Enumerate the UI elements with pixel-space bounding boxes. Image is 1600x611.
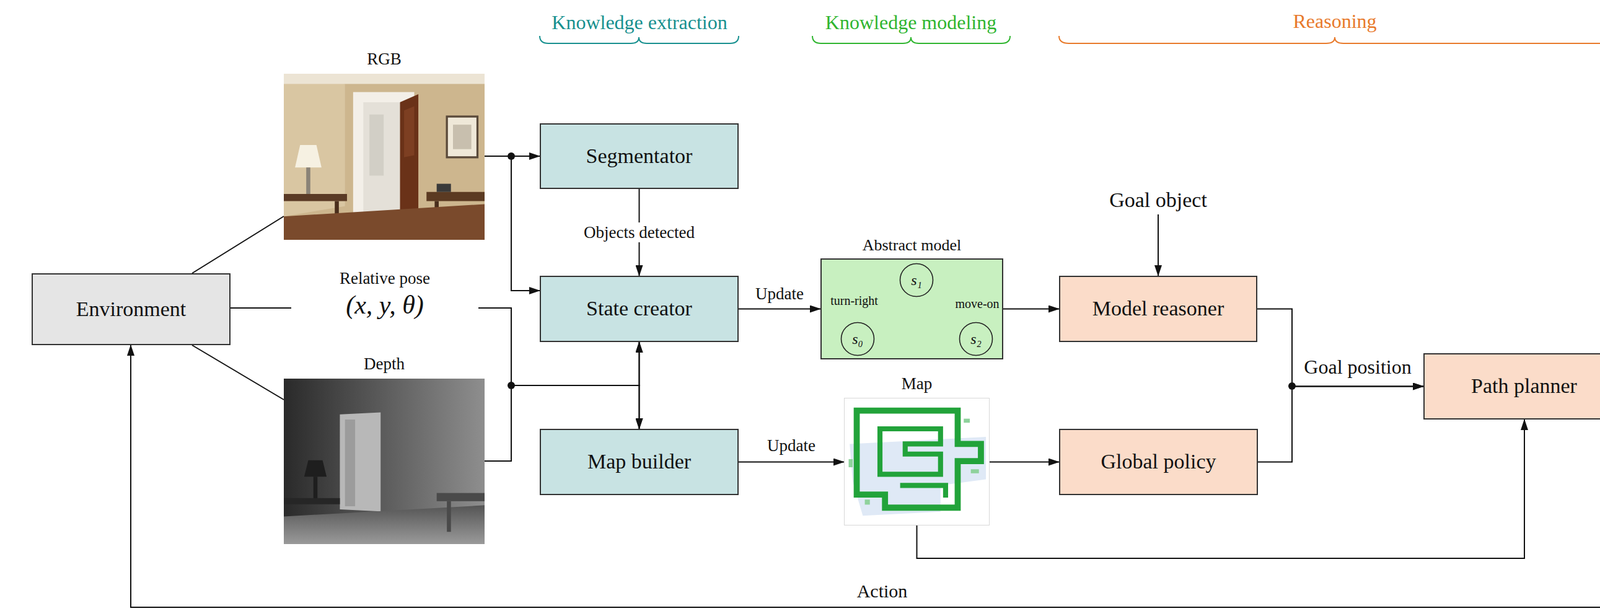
node-label: s₂ — [970, 330, 982, 349]
node-label: Goal object — [1109, 187, 1208, 214]
stage-heading: Knowledge modeling — [825, 10, 997, 35]
drawing-part — [294, 145, 322, 168]
node-label: Path planner — [1471, 373, 1578, 400]
edge-label: turn-right — [830, 293, 879, 308]
connector — [1157, 214, 1159, 276]
connector — [917, 419, 1526, 559]
connector — [1003, 308, 1060, 310]
node-label: s₀ — [852, 330, 864, 349]
drawing-part — [857, 410, 981, 509]
edge-label: Action — [857, 580, 908, 603]
connector — [738, 308, 821, 310]
edge-label: move-on — [954, 296, 999, 312]
node-label: Environment — [76, 296, 187, 323]
drawing-part — [345, 419, 356, 507]
node-label: Model reasoner — [1092, 296, 1224, 322]
drawing-part — [283, 378, 485, 545]
drawing-part — [304, 460, 327, 477]
depth-image — [283, 378, 485, 545]
brace — [539, 35, 739, 44]
process-box: State creator — [539, 275, 739, 343]
reasoning-box: Global policy — [1059, 428, 1258, 496]
connector — [738, 461, 844, 463]
drawing-part — [900, 485, 946, 498]
drawing-part — [363, 102, 400, 217]
connector — [1257, 309, 1424, 387]
drawing-part — [283, 505, 485, 545]
depth-image: Depth — [283, 378, 485, 545]
drawing-part — [306, 167, 311, 194]
drawing-part — [283, 193, 348, 202]
rgb-image: RGB — [283, 73, 485, 240]
environment-box: Environment — [31, 273, 231, 346]
drawing-part — [879, 428, 941, 475]
drawing-part — [283, 73, 485, 240]
brace — [812, 35, 1011, 44]
reasoning-box: Model reasoner — [1059, 275, 1258, 343]
rgb-photo — [283, 73, 485, 240]
drawing-part — [399, 94, 419, 223]
drawing-part — [313, 476, 318, 499]
stage-heading: Reasoning — [1292, 9, 1377, 33]
node-heading: Abstract model — [862, 235, 962, 255]
node-label: (x, y, θ) — [345, 289, 424, 321]
pose-input: Relative pose(x, y, θ) — [291, 263, 479, 326]
drawing-part — [436, 184, 452, 193]
drawing-part — [426, 192, 485, 202]
node-label: Global policy — [1100, 449, 1216, 475]
drawing-part — [452, 124, 472, 149]
connector — [989, 461, 1060, 463]
node-heading: Map — [901, 373, 933, 394]
drawing-part — [404, 106, 414, 158]
state-circle: s₁ — [899, 262, 934, 298]
drawing-part — [283, 498, 340, 505]
connector — [130, 345, 1600, 608]
drawing-part — [963, 418, 970, 424]
edge-label: Update — [755, 283, 804, 304]
node-label: Map builder — [587, 449, 691, 475]
brace — [1059, 35, 1600, 44]
drawing-part — [339, 412, 381, 512]
connector — [230, 307, 292, 309]
drawing-part — [369, 114, 384, 176]
edge-label: Update — [767, 435, 816, 456]
node-label: Segmentator — [586, 143, 693, 170]
state-circle: s₂ — [958, 321, 994, 357]
stage-heading: Knowledge extraction — [551, 10, 727, 35]
drawing-part — [971, 469, 980, 474]
reasoning-box: Path planner — [1423, 353, 1600, 420]
node-heading: Depth — [363, 353, 405, 374]
connector — [192, 345, 284, 400]
node-label: Relative pose — [339, 268, 431, 289]
process-box: Map builder — [539, 428, 739, 496]
drawing-part — [848, 459, 854, 468]
state-circle: s₀ — [840, 321, 875, 357]
connector — [192, 216, 284, 274]
process-box: Segmentator — [539, 123, 739, 190]
drawing-part — [844, 398, 990, 525]
drawing-part — [446, 116, 478, 158]
circle-shape — [900, 263, 934, 297]
map-image: Map — [843, 397, 990, 526]
drawing-part — [283, 73, 485, 84]
drawing-part — [446, 501, 452, 532]
drawing-part — [436, 493, 485, 502]
circle-shape — [959, 322, 993, 356]
edge-label: Goal position — [1303, 355, 1411, 379]
connector — [484, 156, 540, 291]
drawing-part — [865, 499, 871, 505]
map-image — [844, 398, 990, 525]
circle-shape — [841, 322, 875, 356]
node-label: s₁ — [910, 271, 923, 290]
connector — [1257, 386, 1424, 463]
goal-input: Goal object — [1096, 185, 1221, 215]
node-label: State creator — [586, 296, 693, 322]
node-heading: RGB — [366, 48, 402, 69]
drawing-part — [283, 203, 485, 240]
edge-label: Objects detected — [581, 222, 698, 243]
